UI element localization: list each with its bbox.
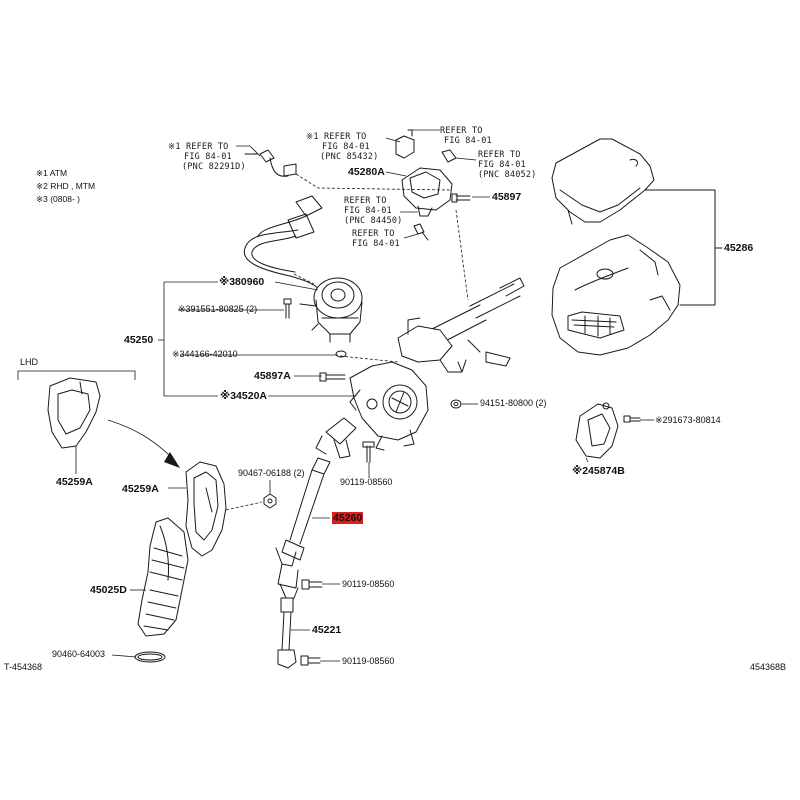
lhd-cover-45259A-large: [185, 461, 227, 557]
part-45280A[interactable]: 45280A: [348, 166, 385, 178]
ref-84450: REFER TO FIG 84-01 (PNC 84450): [344, 196, 403, 226]
part-91551[interactable]: ※391551-80825 (2): [178, 304, 258, 314]
clip-44166: [335, 350, 347, 358]
part-90467[interactable]: 90467-06188 (2): [238, 468, 305, 478]
bolt-90119-c: [300, 655, 321, 666]
part-45260-highlighted[interactable]: 45260: [332, 512, 364, 524]
lhd-label: LHD: [20, 357, 39, 367]
lhd-cover-45259A-small: [47, 377, 101, 449]
part-80960[interactable]: ※380960: [219, 276, 265, 288]
note-3: ※3 (0808- ): [36, 194, 80, 204]
diagram-id-left: T-454368: [4, 662, 43, 672]
tilt-motor: [299, 277, 363, 343]
part-90119-a[interactable]: 90119-08560: [340, 477, 393, 487]
part-90119-c[interactable]: 90119-08560: [342, 656, 395, 666]
nut-90467: [263, 493, 277, 509]
bolt-90119-b: [301, 579, 323, 590]
column-cover-lower: [551, 234, 681, 356]
screw-91673: [623, 415, 641, 423]
part-45259A-left[interactable]: 45259A: [56, 476, 93, 488]
ref-84052: REFER TO FIG 84-01 (PNC 84052): [478, 150, 537, 180]
bolt-90119-a: [362, 441, 375, 463]
ref-85432: ※1 REFER TO FIG 84-01 (PNC 85432): [306, 132, 379, 162]
lhd-arrow-curve: [107, 419, 177, 463]
column-cover-upper: [551, 138, 655, 225]
lower-shaft: [277, 597, 297, 669]
ref-82291D: ※1 REFER TO FIG 84-01 (PNC 82291D): [168, 142, 246, 172]
intermediate-shaft: [275, 417, 357, 599]
part-90119-b[interactable]: 90119-08560: [342, 579, 395, 589]
wire-harness: [243, 149, 323, 291]
lhd-arrow-head: [164, 452, 180, 468]
bolt-45897: [451, 193, 471, 203]
note-2: ※2 RHD , MTM: [36, 181, 96, 191]
part-44166[interactable]: ※344166-42010: [172, 349, 238, 359]
part-45897[interactable]: 45897: [492, 191, 522, 203]
ref-bottom: REFER TO FIG 84-01: [352, 229, 400, 249]
part-90460[interactable]: 90460-64003: [52, 649, 106, 659]
part-45286[interactable]: 45286: [724, 242, 754, 254]
part-4520A[interactable]: ※34520A: [220, 390, 267, 402]
part-45259A-right[interactable]: 45259A: [122, 483, 159, 495]
upper-column: [397, 277, 525, 373]
nut-94151: [450, 399, 462, 409]
bracket-45874B: [575, 402, 619, 459]
part-45874B[interactable]: ※245874B: [572, 465, 625, 477]
part-91673[interactable]: ※291673-80814: [655, 415, 721, 425]
diagram-id-right: 454368B: [750, 662, 787, 672]
dust-boot-45025D: [137, 517, 189, 637]
note-1: ※1 ATM: [36, 168, 68, 178]
switch-assy: [395, 129, 457, 241]
part-45250[interactable]: 45250: [124, 334, 154, 346]
ref-top: REFER TO FIG 84-01: [440, 126, 492, 146]
part-45897A[interactable]: 45897A: [254, 370, 291, 382]
screw-91551: [283, 298, 292, 319]
bolt-45897A: [319, 372, 346, 382]
lhd-bracket: [17, 370, 136, 380]
part-45025D[interactable]: 45025D: [90, 584, 127, 596]
column-lower-body: [349, 361, 429, 451]
part-45221[interactable]: 45221: [312, 624, 342, 636]
part-94151[interactable]: 94151-80800 (2): [480, 398, 547, 408]
